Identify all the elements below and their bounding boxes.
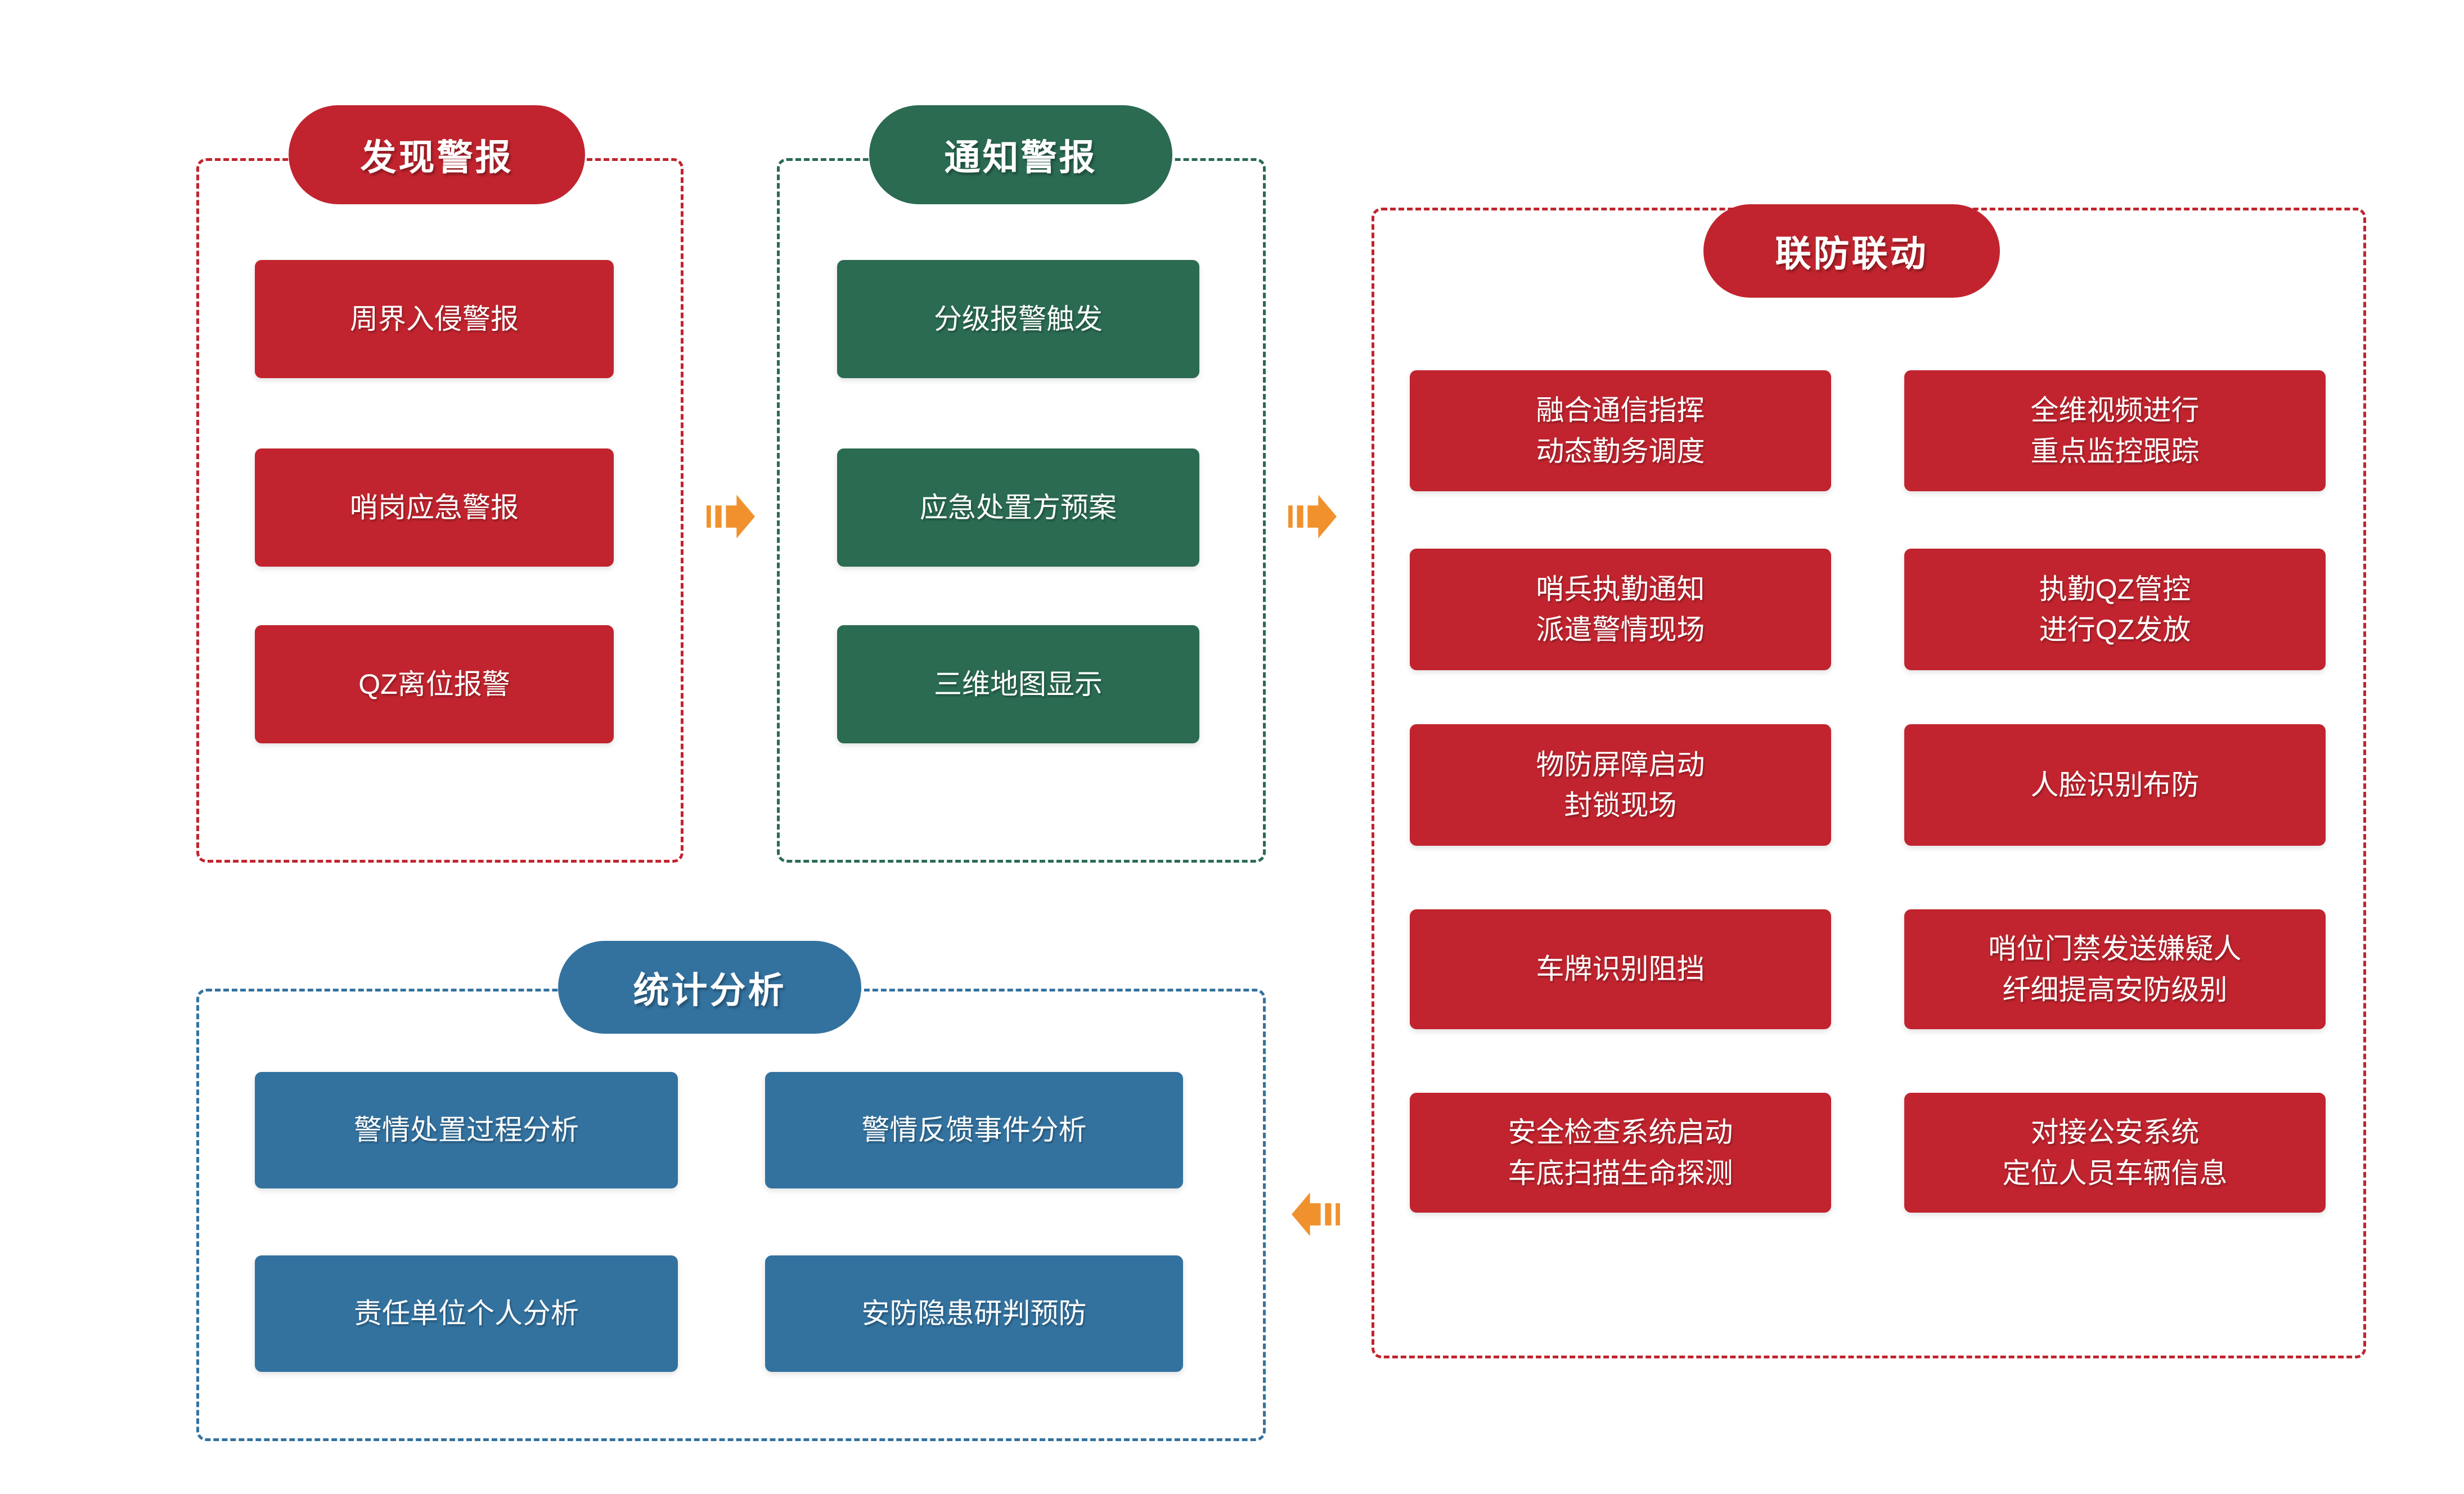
zone-statistical-analysis <box>196 989 1266 1441</box>
joint-box-security-check-underbody-scan: 安全检查系统启动 车底扫描生命探测 <box>1410 1093 1831 1213</box>
striped-arrow-left-icon <box>1292 1192 1340 1236</box>
notify-box-emergency-handling-plan: 应急处置方预案 <box>837 448 1199 567</box>
joint-box-fused-comms-command-dispatch: 融合通信指挥 动态勤务调度 <box>1410 370 1831 491</box>
discover-box-qz-off-position-alarm: QZ离位报警 <box>255 625 614 743</box>
zone-discover-alert-title: 发现警报 <box>289 105 585 204</box>
joint-box-police-system-locate-info: 对接公安系统 定位人员车辆信息 <box>1904 1093 2326 1213</box>
stats-box-security-risk-research-prevention: 安防隐患研判预防 <box>765 1255 1183 1372</box>
arrow-discover-to-notify <box>707 494 755 539</box>
discover-box-sentry-emergency-alarm: 哨岗应急警报 <box>255 448 614 567</box>
zone-notify-alert-title: 通知警报 <box>869 105 1172 204</box>
joint-box-sentry-access-suspect-alert: 哨位门禁发送嫌疑人 纤细提高安防级别 <box>1904 909 2326 1029</box>
arrow-joint-to-stats <box>1292 1192 1340 1237</box>
zone-joint-defense-linkage-title: 联防联动 <box>1703 204 2000 298</box>
joint-box-face-recognition-deployment: 人脸识别布防 <box>1904 724 2326 846</box>
discover-box-perimeter-intrusion-alarm: 周界入侵警报 <box>255 260 614 378</box>
joint-box-sentry-duty-notice-dispatch: 哨兵执勤通知 派遣警情现场 <box>1410 549 1831 670</box>
striped-arrow-right-icon <box>707 495 755 539</box>
stats-box-alarm-handling-process-analysis: 警情处置过程分析 <box>255 1072 678 1188</box>
notify-box-3d-map-display: 三维地图显示 <box>837 625 1199 743</box>
zone-statistical-analysis-title: 统计分析 <box>558 941 861 1034</box>
arrow-notify-to-joint <box>1288 494 1337 539</box>
notify-box-graded-alarm-trigger: 分级报警触发 <box>837 260 1199 378</box>
striped-arrow-right-icon <box>1288 495 1337 539</box>
joint-box-physical-barrier-lockdown: 物防屏障启动 封锁现场 <box>1410 724 1831 846</box>
stats-box-alarm-feedback-event-analysis: 警情反馈事件分析 <box>765 1072 1183 1188</box>
joint-box-duty-qz-control-issue: 执勤QZ管控 进行QZ发放 <box>1904 549 2326 670</box>
stats-box-responsible-unit-person-analysis: 责任单位个人分析 <box>255 1255 678 1372</box>
joint-box-license-plate-recognition-block: 车牌识别阻挡 <box>1410 909 1831 1029</box>
joint-box-omni-video-key-monitor-track: 全维视频进行 重点监控跟踪 <box>1904 370 2326 491</box>
